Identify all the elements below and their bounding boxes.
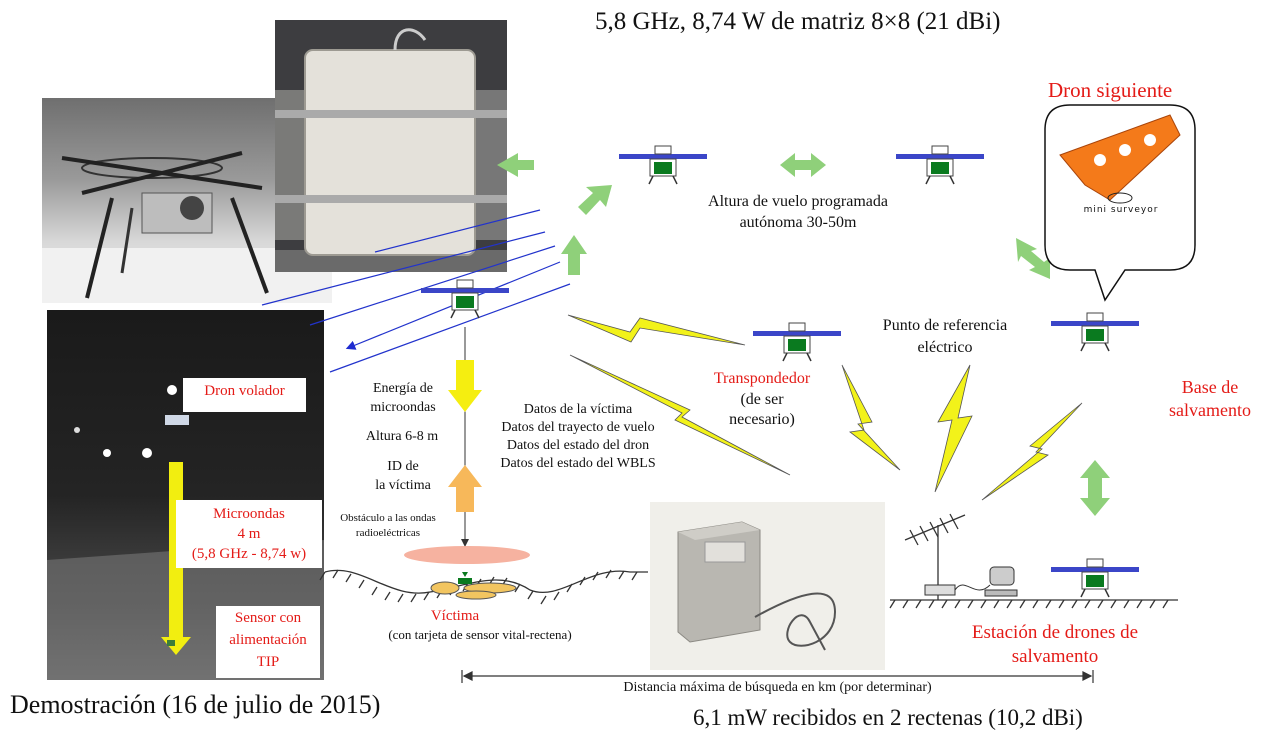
max-distance-label: Distancia máxima de búsqueda en km (por …: [623, 680, 932, 695]
lightning-bolts: [567, 314, 1083, 501]
antenna-panel-photo: [275, 20, 507, 272]
data-arrow-up: [448, 465, 482, 512]
flight-altitude-line1: Altura de vuelo programada: [708, 193, 888, 210]
sensor-line1: Sensor con: [234, 610, 302, 626]
sensor-line3: TIP: [256, 654, 280, 670]
rescue-base-line1: Base de: [1181, 377, 1239, 397]
microwave-label: [176, 500, 322, 568]
obstacle-line1: Obstáculo a las ondas: [340, 512, 436, 524]
station-computer: [924, 566, 1018, 597]
drone-rescue-base: [1050, 312, 1140, 352]
energy-altitude: Altura 6-8 m: [365, 429, 439, 444]
flying-drone-label: [183, 378, 306, 412]
flying-drone-text: Dron volador: [204, 383, 285, 399]
victim-subtitle: (con tarjeta de sensor vital-rectena): [388, 627, 572, 642]
microwave-line2: 4 m: [237, 526, 261, 542]
transponder-line2: (de ser: [740, 391, 784, 408]
victim-id-line1: ID de: [387, 459, 419, 474]
follower-drone-bubble: [1044, 104, 1196, 302]
transponder-line3: necesario): [729, 411, 795, 428]
ground-right: [889, 599, 1178, 609]
victim-data-line3: Datos del estado del dron: [506, 438, 650, 453]
reference-point-line2: eléctrico: [917, 339, 973, 356]
distance-dimension: [461, 670, 1094, 683]
transponder-title: Transpondedor: [713, 370, 811, 387]
victim-data-line4: Datos del estado del WBLS: [500, 456, 656, 471]
station-line1: Estación de drones de: [971, 622, 1139, 643]
drone-upper-left: [618, 145, 708, 185]
demo-caption: Demostración (16 de julio de 2015): [10, 690, 381, 719]
victim-id-line2: la víctima: [375, 478, 431, 493]
top-caption: 5,8 GHz, 8,74 W de matriz 8×8 (21 dBi): [595, 8, 1001, 35]
microwave-line3: (5,8 GHz - 8,74 w): [191, 546, 307, 562]
energy-line2: microondas: [370, 400, 436, 415]
rescue-base-line2: salvamento: [1169, 400, 1251, 420]
drone-station: [1050, 558, 1140, 598]
microwave-rays: [261, 209, 571, 373]
bottom-caption: 6,1 mW recibidos en 2 rectenas (10,2 dBi…: [693, 705, 1083, 730]
receiver-box-illustration: [677, 521, 837, 651]
antenna-panel-illustration: [275, 20, 507, 272]
victim-data-line1: Datos de la víctima: [523, 402, 633, 417]
flight-altitude-line2: autónoma 30-50m: [739, 214, 857, 231]
victim-figure: [430, 572, 517, 600]
victim-data-line2: Datos del trayecto de vuelo: [501, 420, 655, 435]
drone-transponder: [752, 322, 842, 362]
energy-line1: Energía de: [373, 381, 433, 396]
obstacle-ellipse: [404, 546, 530, 564]
energy-arrow-down: [448, 360, 482, 412]
obstacle-line2: radioeléctricas: [355, 527, 421, 539]
drone-over-victim: [420, 279, 510, 319]
reference-point-line1: Punto de referencia: [882, 317, 1008, 334]
green-arrows: [497, 153, 1110, 516]
receiver-box-photo: [650, 502, 885, 670]
follower-drone-title: Dron siguiente: [1048, 78, 1173, 102]
sensor-line2: alimentación: [229, 632, 307, 648]
drone-upper-right: [895, 145, 985, 185]
microwave-line1: Microondas: [213, 506, 285, 522]
follower-drone-logo: mini surveyor: [1083, 205, 1159, 215]
station-line2: salvamento: [1011, 646, 1099, 667]
sensor-label: [216, 606, 320, 678]
victim-title: Víctima: [430, 608, 480, 624]
